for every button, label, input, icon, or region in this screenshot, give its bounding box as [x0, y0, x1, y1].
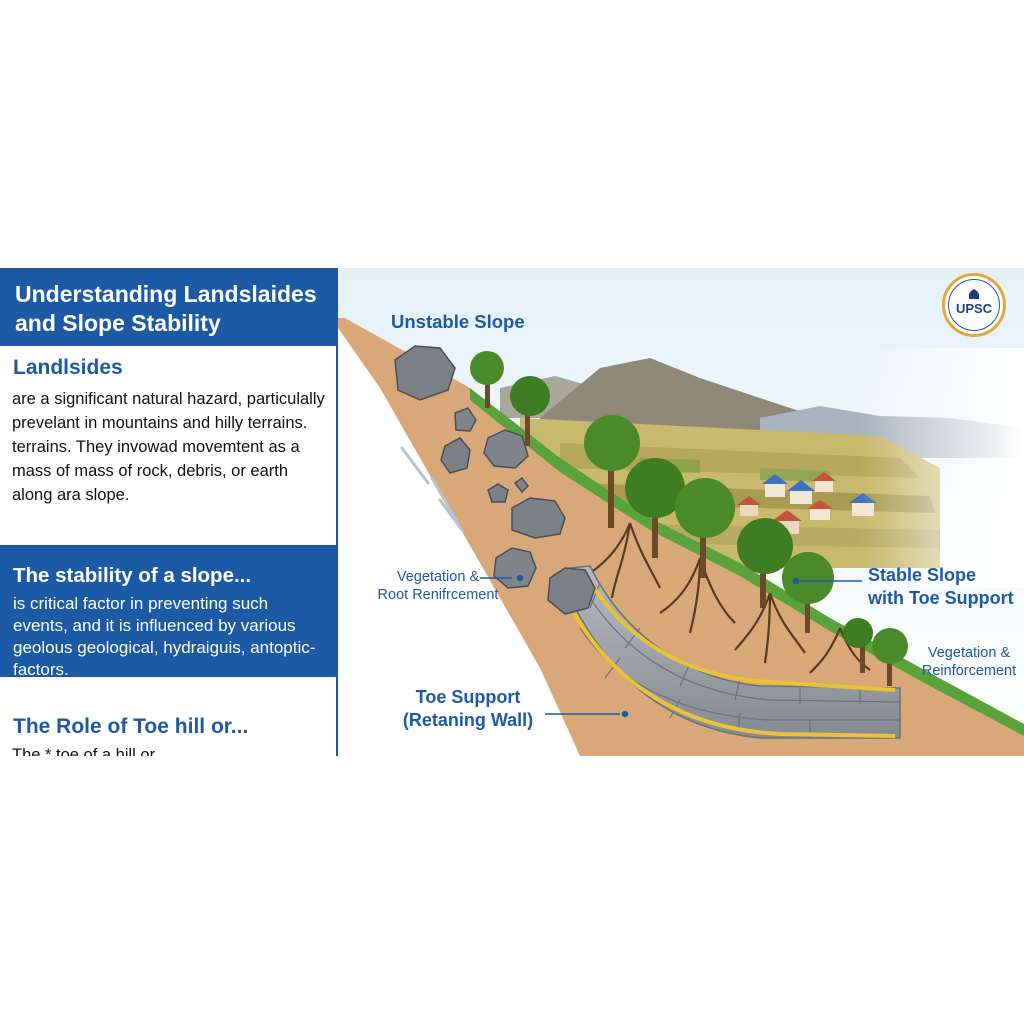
drain-pipe-lower: [572, 612, 896, 738]
boulder: [394, 345, 456, 401]
tree-roots: [589, 522, 871, 674]
toe-section: [8, 677, 336, 756]
label-vegetation-reinforcement: Vegetation & Reinforcement: [921, 645, 1017, 680]
motion-streaks: [400, 446, 464, 532]
toe-text: The * toe of a hill or: [12, 746, 156, 756]
slope-illustration: [338, 268, 1024, 756]
emblem-icon: [969, 289, 979, 299]
badge-inner-ring: [948, 279, 1000, 331]
tree: [843, 618, 873, 673]
boulder: [513, 476, 529, 494]
haze: [860, 348, 1024, 588]
landslides-section: [8, 346, 336, 545]
tree: [737, 518, 793, 608]
title-band: [0, 268, 336, 346]
tree: [625, 458, 685, 558]
landslides-heading: Landlsides: [13, 356, 123, 379]
boulder: [483, 429, 529, 469]
stability-text: is critical factor in preventing such ev…: [13, 594, 316, 679]
leader-lines: [480, 574, 862, 718]
badge-text: UPSC: [955, 301, 993, 316]
info-panel: Understanding Landslaides and Slope Stab…: [0, 268, 338, 756]
falling-boulders: [394, 345, 596, 615]
label-toe-support: Toe Support (Retaning Wall): [402, 687, 534, 730]
landslides-text: are a significant natural hazard, partic…: [12, 390, 325, 504]
drain-pipe-upper: [583, 572, 896, 692]
village: [737, 472, 877, 534]
boulder: [440, 437, 471, 474]
tree: [470, 351, 504, 408]
tree: [675, 478, 735, 578]
trees: [470, 351, 908, 686]
boulder: [487, 483, 509, 503]
toe-heading: The Role of Toe hill or...: [13, 715, 249, 738]
tree: [510, 376, 550, 446]
infographic-stage: Understanding Landslaides and Slope Stab…: [0, 268, 1024, 756]
boulder: [454, 407, 477, 432]
label-stable-slope: Stable Slope with Toe Support: [868, 565, 1014, 608]
tree: [584, 415, 640, 528]
upsc-badge: UPSC: [942, 273, 1006, 337]
label-unstable-slope: Unstable Slope: [391, 311, 525, 332]
boulder: [511, 497, 566, 539]
tree: [872, 628, 908, 686]
slope-soil-shade: [338, 328, 580, 756]
panel-title: Understanding Landslaides and Slope Stab…: [15, 281, 317, 336]
retaining-wall: [569, 565, 901, 739]
stability-band: [0, 545, 336, 677]
stability-heading: The stability of a slope...: [13, 564, 252, 587]
label-vegetation-root: Vegetation & Root Renifrcement: [377, 569, 499, 604]
tree: [782, 552, 834, 633]
boulder: [547, 567, 596, 615]
